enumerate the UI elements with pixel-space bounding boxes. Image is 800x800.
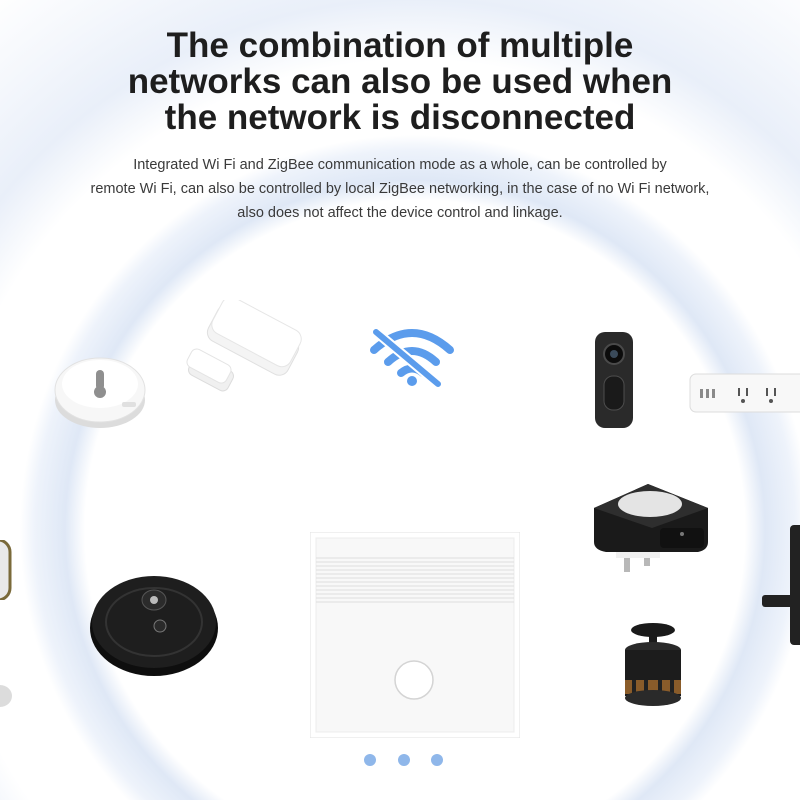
page-title: The combination of multiple networks can… — [40, 28, 760, 136]
partial-device-image-2 — [0, 685, 12, 707]
description-line-3: also does not affect the device control … — [237, 205, 563, 221]
smart-plug-image — [594, 484, 708, 572]
title-line-2: networks can also be used when — [127, 62, 673, 101]
title-line-3: the network is disconnected — [164, 98, 636, 137]
smart-switch-image — [310, 532, 520, 738]
power-strip-image — [689, 373, 800, 413]
carousel-dots — [360, 754, 450, 768]
carousel-dot[interactable] — [364, 754, 376, 766]
smart-lock-image — [762, 525, 800, 645]
mosquito-lamp-image — [625, 623, 681, 706]
description-line-1: Integrated Wi Fi and ZigBee communicatio… — [133, 157, 667, 173]
description: Integrated Wi Fi and ZigBee communicatio… — [40, 153, 760, 225]
wifi-off-icon — [370, 327, 454, 388]
carousel-dot[interactable] — [431, 754, 443, 766]
partial-device-image — [0, 540, 12, 600]
title-line-1: The combination of multiple — [166, 26, 634, 65]
door-sensor-image — [186, 300, 302, 392]
video-doorbell-image — [595, 332, 633, 428]
temperature-sensor-image — [54, 357, 146, 428]
description-line-2: remote Wi Fi, can also be controlled by … — [90, 181, 710, 197]
robot-vacuum-image — [90, 576, 218, 676]
carousel-dot[interactable] — [398, 754, 410, 766]
